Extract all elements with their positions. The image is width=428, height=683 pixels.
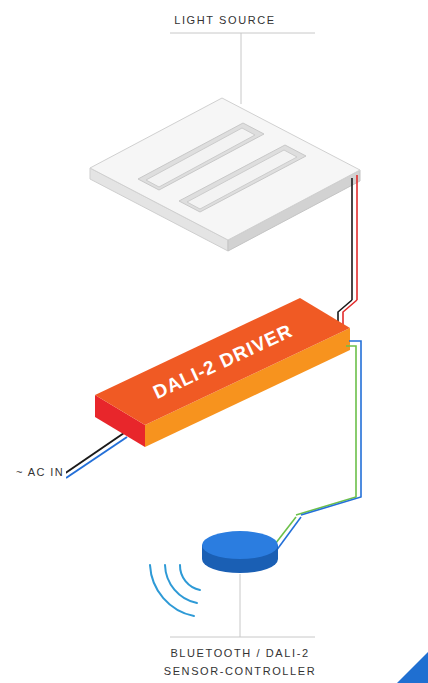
light-fixture-shape (85, 5, 365, 263)
node-label: BLUETOOTH / DALI-2 SENSOR-CONTROLLER (150, 645, 330, 680)
connector-layer (296, 263, 361, 515)
wire-connector (352, 263, 357, 285)
corner-mark (397, 652, 428, 683)
light-fixture: LIGHT SOURCE (85, 5, 365, 263)
wire-connector (296, 455, 361, 515)
input-label: ~ AC IN (14, 466, 66, 478)
node-label: LIGHT SOURCE (105, 12, 345, 30)
driver-box: DALI-2 DRIVER (85, 285, 375, 455)
sensor-controller: BLUETOOTH / DALI-2 SENSOR-CONTROLLER (110, 515, 370, 683)
ac-input-wires (64, 433, 127, 478)
